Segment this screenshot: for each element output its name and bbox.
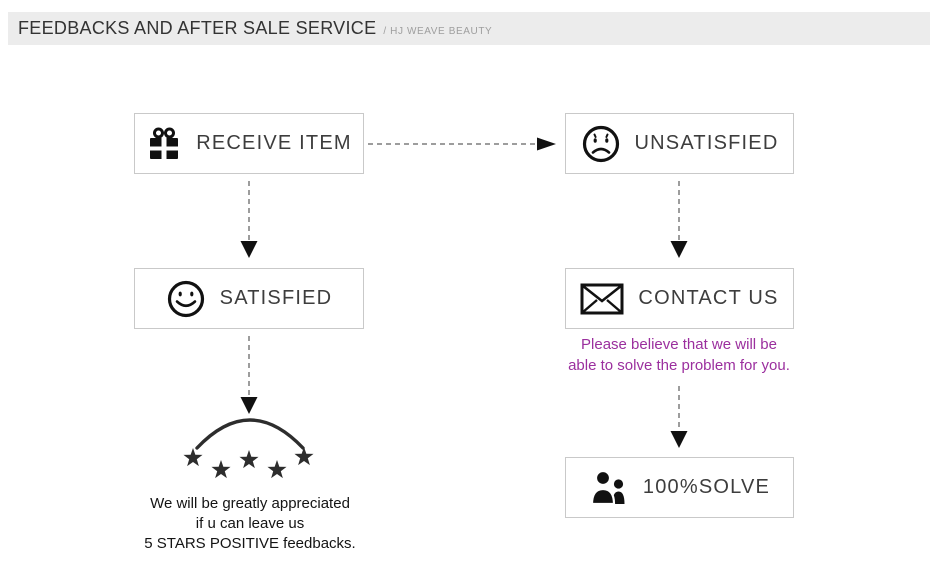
flow-box-receive-item: RECEIVE ITEM: [134, 113, 364, 174]
flow-box-label: CONTACT US: [638, 287, 779, 309]
flow-box-satisfied: SATISFIED: [134, 268, 364, 329]
five-stars-arc-graphic: [183, 418, 314, 479]
arrow-unsatisfied-to-contact: [670, 181, 688, 258]
star-icon: [267, 460, 287, 479]
page-title: FEEDBACKS AND AFTER SALE SERVICE: [18, 18, 377, 38]
arrow-satisfied-to-stars: [240, 336, 258, 414]
arrow-receive-to-satisfied: [240, 181, 258, 258]
envelope-icon: [580, 283, 624, 314]
flow-box-contact-us: CONTACT US: [565, 268, 794, 329]
flow-box-label: UNSATISFIED: [634, 132, 779, 154]
arrow-receive-to-unsatisfied: [368, 137, 556, 151]
feedback-note: We will be greatly appreciated if u can …: [119, 494, 381, 554]
contact-note-line1: Please believe that we will be: [581, 336, 777, 353]
flow-box-solve: 100%SOLVE: [565, 457, 794, 518]
flow-box-label: 100%SOLVE: [642, 476, 771, 498]
header-bar: FEEDBACKS AND AFTER SALE SERVICE / HJ WE…: [8, 12, 930, 45]
arrow-contact-to-solve: [670, 386, 688, 448]
sad-face-icon: [582, 125, 619, 162]
star-icon: [239, 450, 259, 469]
contact-note: Please believe that we will be able to s…: [519, 335, 839, 376]
star-icon: [294, 447, 314, 466]
flow-box-unsatisfied: UNSATISFIED: [565, 113, 794, 174]
brand-subtitle: / HJ WEAVE BEAUTY: [383, 26, 493, 37]
people-icon: [590, 470, 625, 505]
arc-stroke: [195, 418, 305, 450]
feedback-note-line1: We will be greatly appreciated: [150, 495, 350, 512]
star-icon: [211, 460, 231, 479]
header-inner: FEEDBACKS AND AFTER SALE SERVICE / HJ WE…: [18, 18, 492, 39]
smiley-face-icon: [167, 280, 204, 317]
feedback-note-line3: 5 STARS POSITIVE feedbacks.: [144, 535, 356, 552]
gift-icon: [150, 127, 179, 159]
flow-box-label: SATISFIED: [219, 287, 333, 309]
flow-box-label: RECEIVE ITEM: [196, 132, 352, 154]
contact-note-line2: able to solve the problem for you.: [568, 356, 790, 374]
star-icon: [183, 448, 203, 467]
feedback-note-line2: if u can leave us: [195, 515, 305, 532]
